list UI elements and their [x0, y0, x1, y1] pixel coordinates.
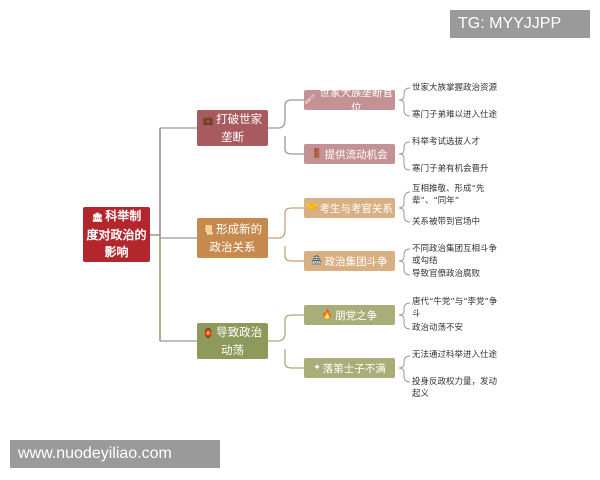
lantern-icon: 🏮: [202, 329, 215, 339]
leaf[interactable]: 导致官僚政治腐败: [412, 269, 481, 279]
root-node[interactable]: 🏛科举制度对政治的影响: [83, 207, 150, 262]
leaf[interactable]: 世家大族掌握政治资源: [412, 83, 498, 93]
leaf[interactable]: 无法通过科举进入仕途: [412, 350, 498, 360]
brush-icon: 🖌: [304, 95, 316, 105]
scroll-icon: 📜: [202, 226, 215, 236]
leaf[interactable]: 寒门子弟有机会晋升: [412, 164, 489, 174]
leaf[interactable]: 投身反政权力量，发动起义: [412, 377, 498, 399]
leaf[interactable]: 寒门子弟难以进入仕途: [412, 110, 498, 120]
sub-label: 考生与考官关系: [319, 202, 393, 215]
sub-node-2-1[interactable]: 🤝考生与考官关系: [304, 198, 395, 218]
sub-node-3-1[interactable]: 🔥朋党之争: [304, 305, 395, 325]
building-icon: 🏛: [91, 213, 104, 223]
branch-label: 导致政治动荡: [216, 325, 263, 357]
star-icon: ✦: [313, 363, 321, 373]
leaf[interactable]: 科举考试选拔人才: [412, 137, 481, 147]
branch-node-3[interactable]: 🏮导致政治动荡: [197, 323, 268, 359]
leaf[interactable]: 互相推敬、形成“先辈”、“同年”: [412, 184, 485, 206]
leaf[interactable]: 关系被带到官场中: [412, 217, 481, 227]
sub-node-1-1[interactable]: 🖌世家大族垄断官位: [304, 87, 395, 114]
branch-node-2[interactable]: 📜形成新的政治关系: [197, 218, 268, 258]
sub-node-1-2[interactable]: 🚪提供流动机会: [304, 144, 395, 164]
watermark-top: TG: MYYJJPP: [450, 10, 590, 38]
leaf[interactable]: 不同政治集团互相斗争或勾结: [412, 244, 498, 266]
leaf[interactable]: 政治动荡不安: [412, 323, 464, 333]
root-label: 科举制度对政治的影响: [86, 209, 147, 259]
sub-node-3-2[interactable]: ✦落第士子不满: [304, 358, 395, 378]
sub-node-2-2[interactable]: 🏯政治集团斗争: [304, 251, 395, 271]
sub-label: 世家大族垄断官位: [319, 87, 393, 114]
sub-label: 政治集团斗争: [324, 255, 388, 268]
branch-label: 打破世家垄断: [216, 112, 263, 144]
sub-label: 落第士子不满: [322, 362, 386, 375]
fire-icon: 🔥: [321, 310, 334, 320]
castle-icon: 🏯: [311, 256, 323, 266]
branch-label: 形成新的政治关系: [209, 222, 263, 254]
door-icon: 🚪: [311, 149, 323, 159]
leaf[interactable]: 唐代“牛党”与“李党”争斗: [412, 297, 498, 319]
watermark-bottom: www.nuodeyiliao.com: [10, 440, 220, 468]
sub-label: 提供流动机会: [324, 148, 388, 161]
handshake-icon: 🤝: [306, 203, 318, 213]
sub-label: 朋党之争: [335, 309, 378, 322]
branch-node-1[interactable]: 💼打破世家垄断: [197, 110, 268, 146]
briefcase-icon: 💼: [202, 116, 215, 126]
